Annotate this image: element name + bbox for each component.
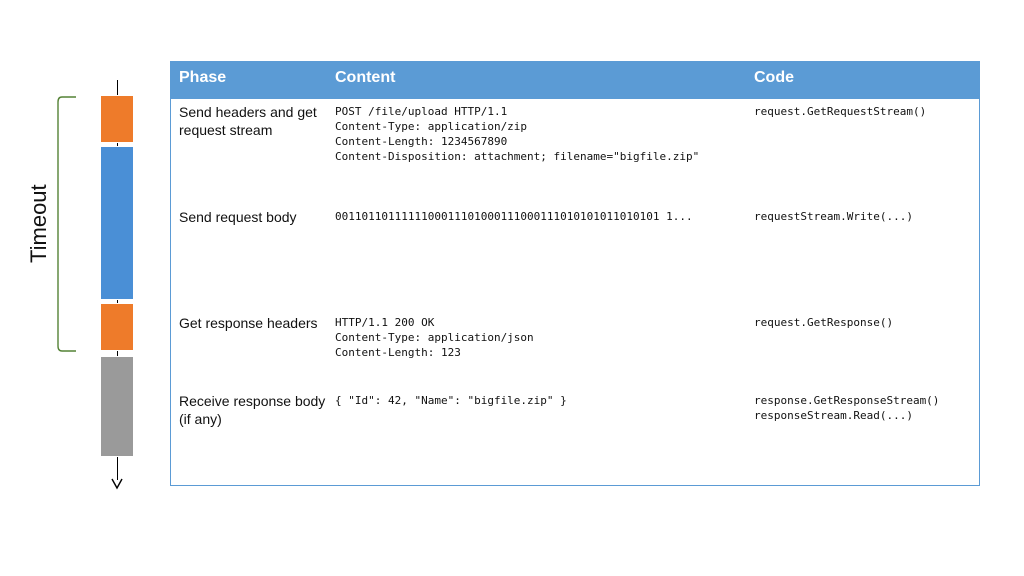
content-column-header: Content [335,69,396,86]
row-1-content: POST /file/upload HTTP/1.1 Content-Type:… [335,105,700,163]
send-headers-segment [100,95,134,143]
timeout-label: Timeout [26,184,51,263]
row-4-content: { "Id": 42, "Name": "bigfile.zip" } [335,394,567,407]
http-phases-table: Phase Content Code Send headers and get … [170,61,980,486]
row-1-code: request.GetRequestStream() [754,105,927,118]
timeout-bracket [57,96,76,352]
arrow-down-icon [111,478,123,490]
row-1-phase: Send headers and get request stream [179,104,317,138]
response-headers-segment [100,303,134,351]
row-4-code: response.GetResponseStream() responseStr… [754,394,940,422]
phase-column-header: Phase [179,69,227,86]
row-2-phase: Send request body [179,209,297,225]
row-2-code: requestStream.Write(...) [754,210,913,223]
row-3-code: request.GetResponse() [754,316,894,329]
table-header: Phase Content Code [171,62,979,99]
response-body-segment [100,356,134,457]
code-column-header: Code [754,69,794,86]
timeline: Timeout [0,0,170,576]
row-3-phase: Get response headers [179,315,318,331]
row-2-content: 0011011011111100011101000111000111010101… [335,210,693,223]
send-body-segment [100,146,134,300]
row-4-phase: Receive response body (if any) [179,393,326,427]
row-3-content: HTTP/1.1 200 OK Content-Type: applicatio… [335,316,534,359]
